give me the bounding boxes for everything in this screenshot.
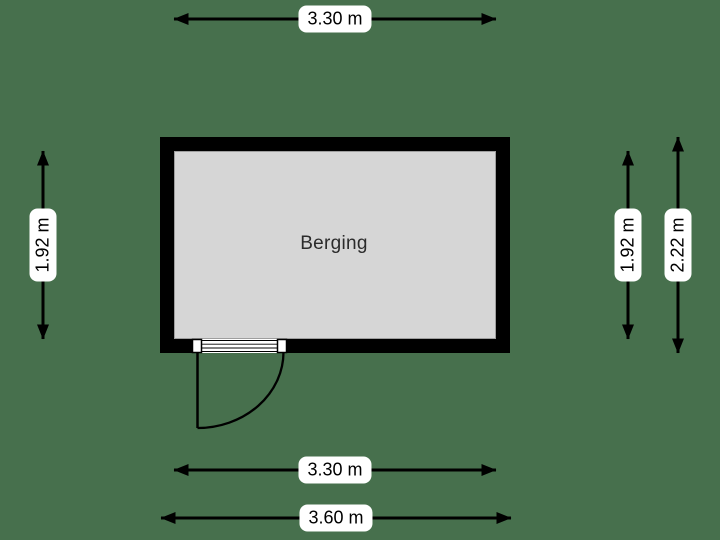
room-walls [160, 137, 510, 353]
dimension-label-bottom-inner-width: 3.30 m [298, 456, 372, 484]
dimension-label-left-height: 1.92 m [29, 208, 57, 282]
dimension-label-right-outer-height: 2.22 m [664, 208, 692, 282]
dimension-label-bottom-outer-width: 3.60 m [299, 504, 373, 532]
dimension-label-top-width: 3.30 m [298, 5, 372, 33]
room-floor [174, 151, 496, 339]
door-swing-arc [197, 351, 285, 430]
dimension-label-right-inner-height: 1.92 m [614, 208, 642, 282]
room-name-label: Berging [300, 233, 368, 254]
